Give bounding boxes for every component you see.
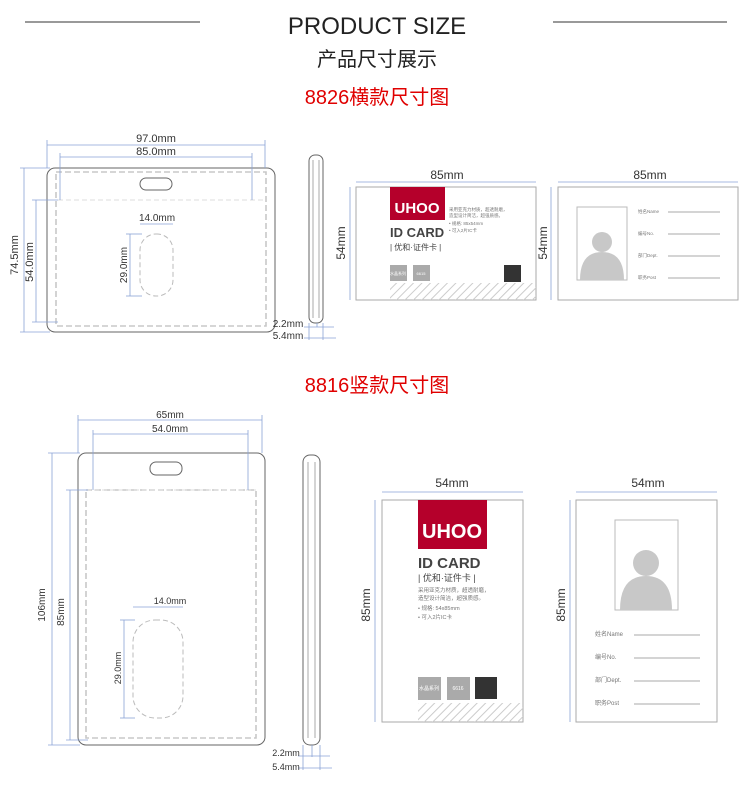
dim-inner-height: 85mm xyxy=(56,598,67,626)
dim-card-width: 54mm xyxy=(435,476,468,490)
dim-back-width: 85mm xyxy=(633,168,666,182)
card-product-cn: | 优和·证件卡 | xyxy=(390,242,441,252)
vertical-card-back xyxy=(569,491,718,723)
card-series: 水晶系列 xyxy=(419,685,439,692)
page-subtitle: 产品尺寸展示 xyxy=(317,48,437,71)
dim-side-outer: 5.4mm xyxy=(272,762,300,772)
card-ic: • 可入2片IC卡 xyxy=(449,227,477,234)
dim-outer-width: 97.0mm xyxy=(136,133,176,145)
card-desc: 造型设计简洁，超强质感。 xyxy=(418,594,484,602)
card-spec: • 规格: 54x85mm xyxy=(418,604,460,612)
dim-inner-height: 54.0mm xyxy=(24,242,36,282)
dim-side-outer: 5.4mm xyxy=(273,331,304,342)
lanyard-slot xyxy=(139,177,173,191)
back-field-no: 编号No. xyxy=(638,230,654,237)
dim-window-height: 29.0mm xyxy=(119,247,130,283)
thumb-window xyxy=(132,619,184,719)
vertical-section-title: 8816竖款尺寸图 xyxy=(305,374,450,397)
card-product: ID CARD xyxy=(418,555,481,572)
dim-card-height: 85mm xyxy=(359,588,373,621)
back-field-name: 姓名Name xyxy=(595,630,624,638)
back-field-dept: 部门Dept. xyxy=(638,252,658,259)
dim-inner-width: 85.0mm xyxy=(136,146,176,158)
dim-outer-width: 65mm xyxy=(156,410,184,421)
dim-window-width: 14.0mm xyxy=(139,213,175,224)
brand-logo: UHOO xyxy=(395,200,440,217)
horizontal-card-front xyxy=(349,181,537,301)
dim-outer-height: 106mm xyxy=(37,588,48,621)
horizontal-section-title: 8826横款尺寸图 xyxy=(305,86,450,109)
horizontal-holder-drawing xyxy=(20,140,276,333)
card-desc: 采用亚克力材质，超透耐磨， xyxy=(418,586,490,594)
card-model: 6615 xyxy=(417,271,427,276)
back-field-post: 职务Post xyxy=(638,274,657,281)
person-icon xyxy=(592,232,612,252)
dim-back-height: 54mm xyxy=(536,226,550,259)
thumb-window xyxy=(139,233,174,297)
qr-code-icon xyxy=(475,677,497,699)
dim-card-height: 54mm xyxy=(334,226,348,259)
brand-logo: UHOO xyxy=(422,521,482,543)
vertical-side-view xyxy=(298,454,332,770)
dim-window-height: 29.0mm xyxy=(113,652,123,685)
back-field-name: 姓名Name xyxy=(638,208,660,215)
card-ic: • 可入2片IC卡 xyxy=(418,613,453,621)
dim-back-height: 85mm xyxy=(554,588,568,621)
lanyard-slot xyxy=(149,461,183,476)
dim-outer-height: 74.5mm xyxy=(9,235,21,275)
card-desc: 采用亚克力材质，超透耐磨， xyxy=(449,206,508,213)
dim-card-width: 85mm xyxy=(430,168,463,182)
dim-back-width: 54mm xyxy=(631,476,664,490)
horizontal-side-view xyxy=(304,154,336,340)
card-model: 6616 xyxy=(452,686,463,692)
vertical-card-front xyxy=(374,491,524,723)
dim-inner-width: 54.0mm xyxy=(152,424,188,435)
card-product-cn: | 优和·证件卡 | xyxy=(418,572,476,583)
qr-code-icon xyxy=(504,265,521,282)
person-icon xyxy=(633,550,659,576)
dim-side-inner: 2.2mm xyxy=(272,748,300,758)
dim-side-inner: 2.2mm xyxy=(273,319,304,330)
back-field-no: 编号No. xyxy=(595,653,617,661)
page-title: PRODUCT SIZE xyxy=(288,13,466,40)
vertical-holder-drawing xyxy=(48,415,266,746)
horizontal-card-back xyxy=(550,181,739,301)
card-spec: • 规格: 85x54mm xyxy=(449,220,483,227)
dim-window-width: 14.0mm xyxy=(154,596,187,606)
card-series: 水晶系列 xyxy=(390,270,406,276)
back-field-dept: 部门Dept. xyxy=(595,676,622,684)
back-field-post: 职务Post xyxy=(595,699,619,707)
card-product: ID CARD xyxy=(390,225,444,240)
card-desc: 造型设计简洁，超强质感。 xyxy=(449,212,503,219)
